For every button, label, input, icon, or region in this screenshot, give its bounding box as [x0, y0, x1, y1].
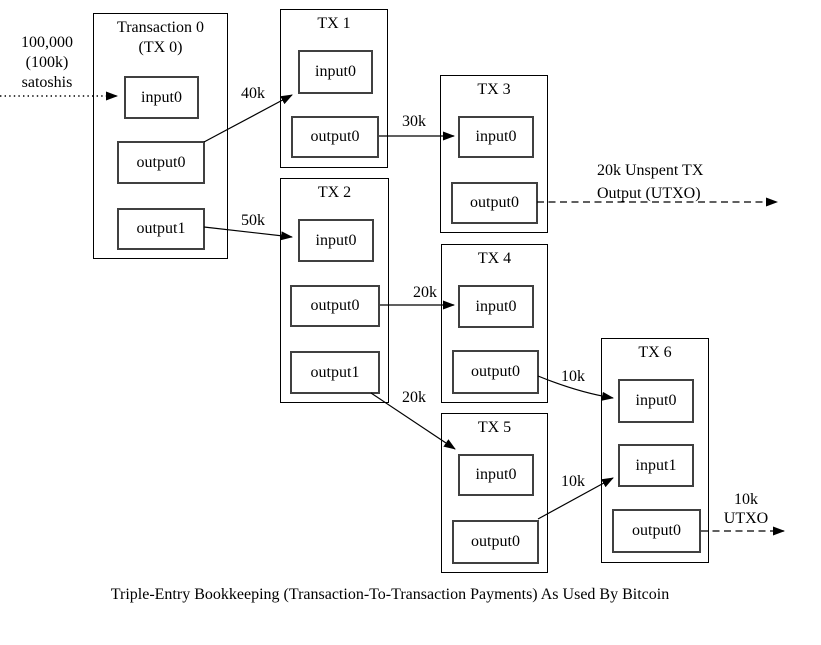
tx2-input0-port: input0 [298, 219, 374, 262]
tx2-output1-port: output1 [290, 351, 380, 394]
tx1-box: TX 1 input0 output0 [280, 9, 388, 168]
source-amount-line2: (100k) [25, 54, 69, 71]
source-amount-line3: satoshis [21, 74, 73, 91]
tx3-box: TX 3 input0 output0 [440, 75, 548, 233]
source-amount-note: 100,000 (100k) satoshis [14, 33, 80, 93]
tx5-input0-port: input0 [458, 454, 534, 496]
flow-label-tx1-to-tx3: 30k [402, 113, 426, 130]
tx0-box: Transaction 0 (TX 0) input0 output0 outp… [93, 13, 228, 259]
tx1-input0-port: input0 [298, 50, 373, 94]
tx5-output0-port: output0 [452, 520, 539, 564]
flow-label-tx4-to-tx6: 10k [561, 368, 585, 385]
diagram-caption: Triple-Entry Bookkeeping (Transaction-To… [110, 586, 670, 603]
tx4-box: TX 4 input0 output0 [441, 244, 548, 403]
flow-label-tx5-to-tx6: 10k [561, 473, 585, 490]
utxo-note-tx6-line1: 10k [734, 491, 758, 508]
tx4-input0-port: input0 [458, 285, 534, 328]
flow-label-tx0-to-tx2: 50k [241, 212, 265, 229]
tx3-title: TX 3 [477, 81, 511, 98]
tx0-output0-port: output0 [117, 141, 205, 184]
tx1-output0-port: output0 [291, 116, 379, 158]
tx6-output0-port: output0 [612, 509, 701, 553]
tx0-title-line1: Transaction 0 [117, 19, 204, 36]
tx3-output0-port: output0 [451, 182, 538, 224]
tx2-output0-port: output0 [290, 285, 380, 327]
tx6-input0-port: input0 [618, 379, 694, 423]
tx3-input0-port: input0 [458, 116, 534, 158]
tx2-box: TX 2 input0 output0 output1 [280, 178, 389, 403]
tx0-title: Transaction 0 (TX 0) [94, 18, 227, 58]
tx6-box: TX 6 input0 input1 output0 [601, 338, 709, 563]
tx6-input1-port: input1 [618, 444, 694, 487]
flow-label-tx2-to-tx4: 20k [413, 284, 437, 301]
tx5-box: TX 5 input0 output0 [441, 413, 548, 573]
tx2-title: TX 2 [317, 184, 352, 201]
flow-label-tx0-to-tx1: 40k [241, 85, 265, 102]
source-amount-line1: 100,000 [21, 34, 73, 51]
tx0-title-line2: (TX 0) [138, 39, 183, 56]
flow-label-tx2-to-tx5: 20k [402, 389, 426, 406]
utxo-note-tx3-line1: 20k Unspent TX [597, 162, 704, 179]
utxo-note-tx6-line2: UTXO [723, 510, 769, 527]
utxo-note-tx3-line2: Output (UTXO) [597, 185, 701, 202]
tx5-title: TX 5 [477, 419, 512, 436]
tx0-input0-port: input0 [124, 76, 199, 119]
tx4-output0-port: output0 [452, 350, 539, 394]
tx0-output1-port: output1 [117, 208, 205, 250]
tx6-title: TX 6 [638, 344, 672, 361]
tx1-title: TX 1 [317, 15, 351, 32]
utxo-note-tx3: 20k Unspent TX Output (UTXO) [597, 159, 703, 205]
tx4-title: TX 4 [477, 250, 512, 267]
utxo-note-tx6: 10k UTXO [720, 490, 772, 528]
